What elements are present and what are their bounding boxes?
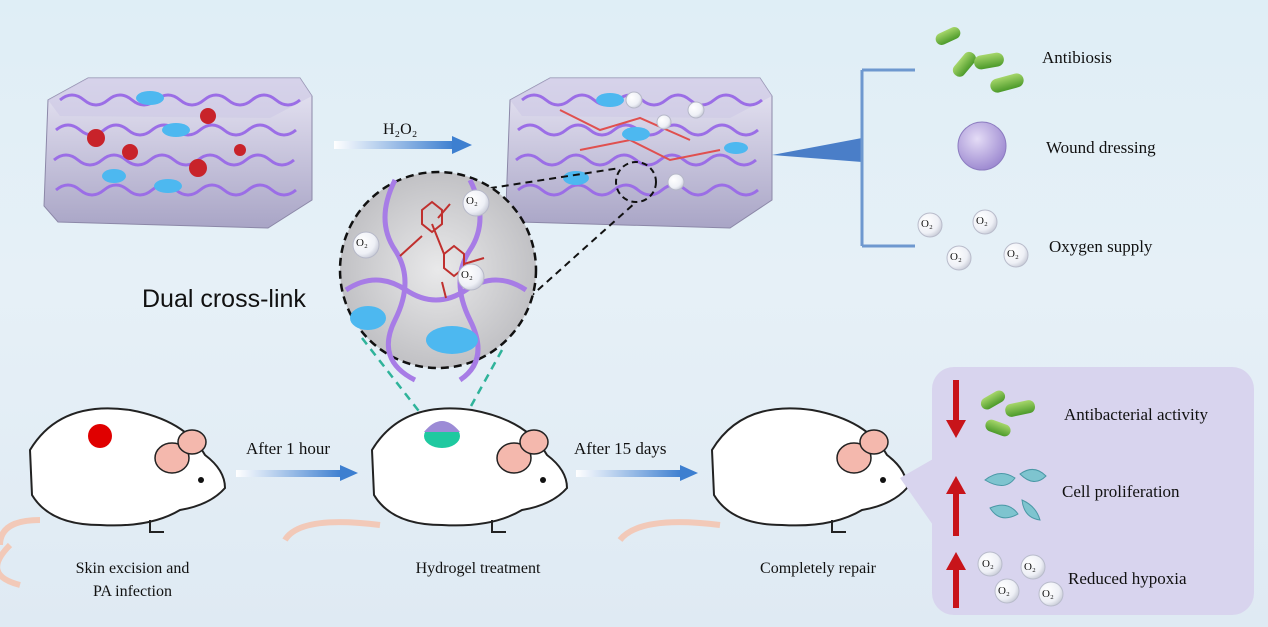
inset-o2-label: O₂ (466, 195, 478, 207)
hydrogel-block-before (43, 77, 313, 229)
mouse-repaired (617, 407, 909, 543)
bubble-o2-label: O₂ (1024, 561, 1036, 573)
mouse-infected (0, 407, 227, 588)
cells-icon (984, 469, 1047, 521)
bubble-o2-label: O₂ (1042, 588, 1054, 600)
caption-stage1-line1: Skin excision and (75, 560, 190, 577)
up-arrow-icon (946, 552, 966, 608)
crosslink-inset (338, 170, 538, 383)
caption-stage1-line2: PA infection (93, 583, 172, 600)
hydrogel-sphere-icon (957, 121, 1007, 171)
after-15-days-arrow (576, 465, 698, 481)
bubble-o2-label: O₂ (998, 585, 1010, 597)
bubble-o2-label: O₂ (921, 218, 933, 230)
effect-label-antibacterial: Antibacterial activity (1064, 405, 1208, 424)
caption-stage2: Hydrogel treatment (415, 560, 541, 577)
outcome-label-wound-dressing: Wound dressing (1046, 138, 1156, 157)
bubble-o2-label: O₂ (976, 215, 988, 227)
effect-label-reduced-hypoxia: Reduced hypoxia (1068, 569, 1187, 588)
after-1-hour-arrow (236, 465, 358, 481)
h2o2-arrow (334, 136, 472, 154)
hydrogel-block-after (505, 77, 773, 229)
mouse-treated (282, 407, 569, 542)
inset-o2-label: O₂ (461, 269, 473, 281)
zoom-marker (615, 161, 657, 203)
down-arrow-icon (946, 380, 966, 438)
outcome-bracket (772, 68, 915, 248)
arrow-label-after-1-hour: After 1 hour (246, 439, 331, 458)
panel-pointer (900, 455, 940, 535)
oxygen-bubbles-icon (977, 551, 1064, 607)
bubble-o2-label: O₂ (1007, 248, 1019, 260)
h2o2-label: H₂O₂ (383, 121, 418, 138)
bacteria-icon (935, 27, 1024, 93)
bacteria-icon (980, 390, 1036, 437)
caption-stage3: Completely repair (760, 560, 876, 577)
bubble-o2-label: O₂ (982, 558, 994, 570)
up-arrow-icon (946, 476, 966, 536)
bubble-o2-label: O₂ (950, 251, 962, 263)
outcome-label-oxygen-supply: Oxygen supply (1049, 237, 1153, 256)
effect-label-cell-proliferation: Cell proliferation (1062, 482, 1180, 501)
oxygen-bubbles-icon (917, 209, 1029, 271)
inset-o2-label: O₂ (356, 237, 368, 249)
crosslink-title: Dual cross-link (142, 285, 306, 313)
arrow-label-after-15-days: After 15 days (574, 439, 667, 458)
outcome-label-antibiosis: Antibiosis (1042, 48, 1112, 67)
